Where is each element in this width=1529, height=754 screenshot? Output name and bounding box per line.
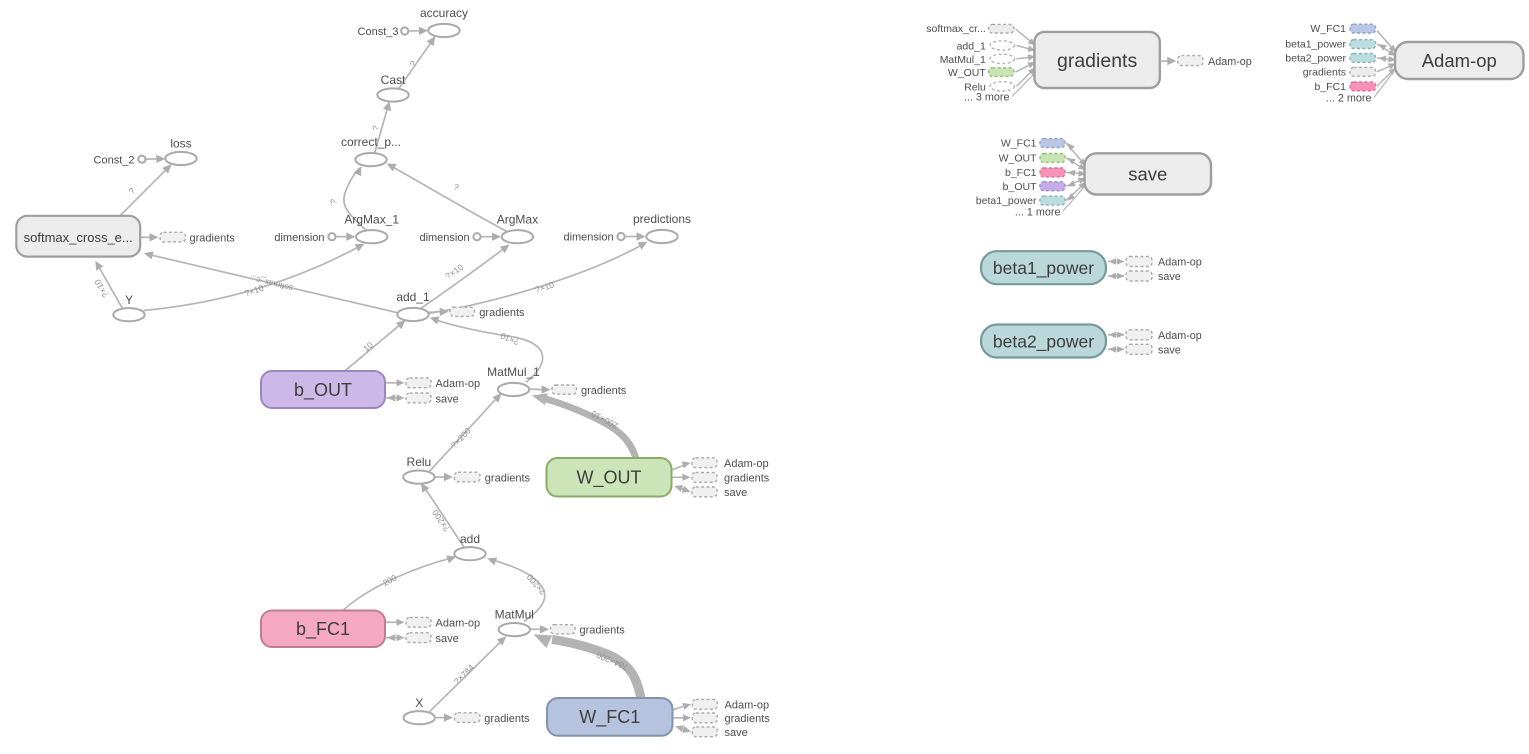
svg-text:gradients: gradients	[581, 385, 627, 397]
svg-text:W_OUT: W_OUT	[948, 67, 987, 79]
svg-text:MatMul_1: MatMul_1	[487, 365, 540, 379]
svg-text:Adam-op: Adam-op	[724, 458, 769, 470]
svg-text:MatMul: MatMul	[495, 608, 534, 622]
svg-text:save: save	[436, 633, 459, 645]
svg-text:Adam-op: Adam-op	[725, 699, 770, 711]
svg-text:beta1_power: beta1_power	[993, 258, 1094, 279]
svg-text:?×10: ?×10	[443, 262, 465, 282]
svg-text:10: 10	[361, 340, 375, 354]
svg-text:save: save	[725, 727, 748, 739]
svg-text:200×10: 200×10	[589, 409, 619, 432]
svg-text:gradients: gradients	[1303, 66, 1346, 78]
svg-text:ArgMax_1: ArgMax_1	[344, 212, 399, 226]
svg-text:beta2_power: beta2_power	[993, 331, 1094, 352]
svg-text:?: ?	[127, 185, 138, 196]
svg-text:Const_3: Const_3	[358, 26, 399, 38]
svg-text:Const_2: Const_2	[94, 154, 135, 166]
svg-text:dimension: dimension	[563, 232, 613, 244]
svg-text:beta1_power: beta1_power	[976, 195, 1037, 207]
svg-text:Relu: Relu	[964, 81, 986, 93]
svg-text:save: save	[1158, 271, 1181, 283]
svg-text:b_FC1: b_FC1	[1005, 167, 1037, 179]
svg-text:?×200: ?×200	[524, 572, 548, 597]
svg-text:MatMul_1: MatMul_1	[940, 54, 986, 66]
svg-text:accuracy: accuracy	[420, 6, 468, 20]
svg-text:Adam-op: Adam-op	[1422, 50, 1497, 71]
svg-text:gradients: gradients	[725, 713, 771, 725]
svg-text:gradients: gradients	[190, 233, 236, 245]
svg-text:Adam-op: Adam-op	[1158, 330, 1202, 342]
svg-text:W_FC1: W_FC1	[1310, 23, 1346, 35]
svg-text:ArgMax: ArgMax	[497, 212, 538, 226]
svg-text:200: 200	[381, 573, 399, 589]
svg-text:Adam-op: Adam-op	[1208, 56, 1252, 68]
svg-text:?×784: ?×784	[452, 662, 476, 686]
svg-text:?: ?	[408, 59, 419, 69]
svg-text:beta1_power: beta1_power	[1285, 39, 1346, 51]
svg-text:dimension: dimension	[274, 232, 324, 244]
svg-text:add_1: add_1	[957, 41, 986, 53]
svg-text:W_FC1: W_FC1	[579, 707, 640, 728]
svg-text:gradients: gradients	[1057, 50, 1137, 72]
svg-text:b_FC1: b_FC1	[296, 619, 350, 640]
svg-text:gradients: gradients	[479, 307, 525, 319]
svg-text:gradients: gradients	[724, 473, 770, 485]
svg-text:?: ?	[328, 198, 339, 205]
svg-text:loss: loss	[170, 137, 191, 151]
svg-text:gradients: gradients	[484, 713, 530, 725]
svg-text:?×10: ?×10	[534, 279, 556, 295]
svg-text:beta2_power: beta2_power	[1285, 53, 1346, 65]
svg-text:add_1: add_1	[396, 290, 430, 304]
svg-text:save: save	[1158, 345, 1181, 357]
svg-text:correct_p...: correct_p...	[341, 135, 401, 149]
svg-text:gradients: gradients	[485, 472, 531, 484]
svg-text:X: X	[415, 696, 423, 710]
svg-text:gradients: gradients	[580, 625, 626, 637]
svg-text:save: save	[724, 487, 747, 499]
svg-text:b_FC1: b_FC1	[1314, 81, 1346, 93]
svg-text:save: save	[1128, 163, 1167, 184]
svg-text:?: ?	[370, 124, 381, 132]
svg-text:softmax_cr...: softmax_cr...	[926, 23, 986, 35]
svg-text:predictions: predictions	[633, 212, 691, 226]
svg-text:?×10: ?×10	[499, 331, 521, 348]
svg-text:... 2 more: ... 2 more	[1326, 93, 1372, 105]
svg-text:W_OUT: W_OUT	[999, 153, 1038, 165]
svg-text:Y: Y	[125, 293, 133, 307]
svg-text:Relu: Relu	[407, 455, 432, 469]
svg-text:Adam-op: Adam-op	[436, 618, 481, 630]
svg-text:W_FC1: W_FC1	[1001, 138, 1037, 150]
svg-text:W_OUT: W_OUT	[577, 468, 642, 489]
svg-text:softmax_cross_e...: softmax_cross_e...	[24, 230, 133, 245]
svg-text:b_OUT: b_OUT	[294, 380, 352, 401]
svg-text:Adam-op: Adam-op	[1158, 257, 1202, 269]
svg-text:?×10: ?×10	[92, 277, 110, 299]
svg-text:Adam-op: Adam-op	[436, 378, 481, 390]
svg-text:save: save	[436, 393, 459, 405]
svg-text:?: ?	[452, 182, 460, 193]
svg-text:... 1 more: ... 1 more	[1015, 207, 1061, 219]
svg-text:b_OUT: b_OUT	[1003, 181, 1037, 193]
svg-text:... 3 more: ... 3 more	[964, 91, 1010, 103]
svg-text:Cast: Cast	[381, 73, 406, 87]
svg-text:add: add	[460, 532, 480, 546]
svg-text:dimension: dimension	[419, 232, 469, 244]
